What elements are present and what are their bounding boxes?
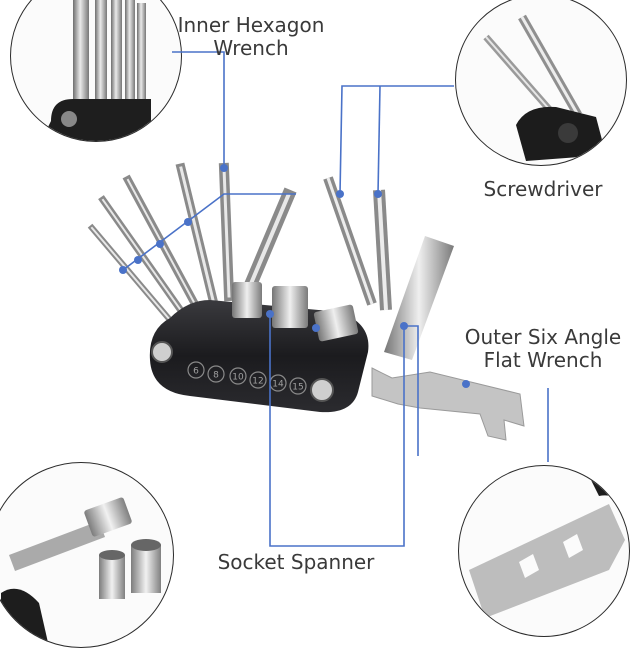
detail-circle-sockets <box>0 462 174 648</box>
label-inner-hex-line1: Inner Hexagon <box>177 13 325 37</box>
label-socket-spanner: Socket Spanner <box>217 550 375 574</box>
engraved-size-number: 8 <box>213 371 219 381</box>
callout-lines <box>122 51 549 547</box>
engraved-size-number: 10 <box>232 373 244 383</box>
body-bolt-right <box>310 378 334 402</box>
label-inner-hex-line2: Wrench <box>213 36 289 60</box>
engraved-size-number: 6 <box>193 367 199 377</box>
flat-wrench-closeup-image <box>469 476 629 618</box>
engraved-size-circle <box>289 377 307 395</box>
label-outer-six-line1: Outer Six Angle <box>464 325 622 349</box>
sockets-closeup-image <box>1 497 161 647</box>
engraved-size-circle <box>249 371 267 389</box>
engraved-size-circle <box>229 367 247 385</box>
label-inner-hexagon-wrench: Inner Hexagon Wrench <box>166 14 336 60</box>
hex-keys-closeup-image <box>41 0 151 141</box>
screwdriver-closeup-image <box>483 14 606 161</box>
socket-set <box>232 282 359 342</box>
body-bolt-left <box>151 341 173 363</box>
engraved-size-number: 14 <box>272 380 284 390</box>
detail-circle-flat-wrench <box>458 465 630 637</box>
label-outer-six-line2: Flat Wrench <box>483 348 603 372</box>
engraved-size-markings: 6 8 10 12 14 15 <box>187 361 307 395</box>
flat-wrench-blade <box>371 367 525 441</box>
engraved-size-number: 15 <box>292 383 303 393</box>
label-screwdriver: Screwdriver <box>483 177 603 201</box>
label-outer-six-angle-flat-wrench: Outer Six Angle Flat Wrench <box>448 326 638 372</box>
engraved-size-circle <box>187 361 205 379</box>
detail-circle-screwdrivers <box>455 0 627 166</box>
engraved-size-circle <box>207 365 225 383</box>
engraved-size-number: 12 <box>252 377 263 387</box>
detail-circle-hex-keys <box>10 0 182 142</box>
callout-dots <box>119 164 470 388</box>
